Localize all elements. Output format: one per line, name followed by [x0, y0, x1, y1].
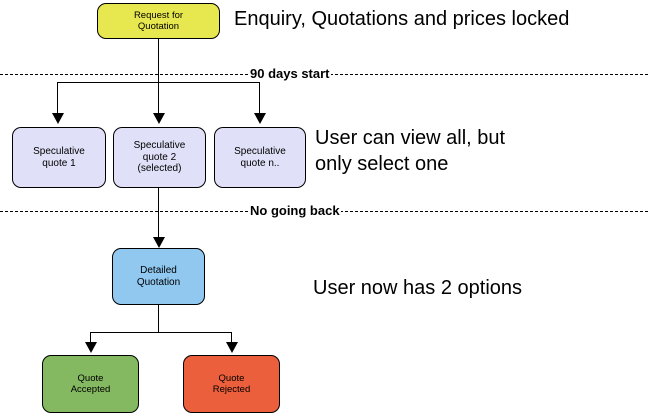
connector-to-rejected [231, 332, 232, 343]
node-speculative-quote-2-label: Speculative quote 2 (selected) [133, 139, 186, 175]
connector-to-spec2 [158, 82, 159, 115]
node-request-for-quotation-label: Request for Quotation [133, 9, 184, 32]
annotation-user-can-view-all: User can view all, but only select one [315, 127, 506, 175]
node-quote-rejected-label: Quote Rejected [212, 372, 251, 395]
node-speculative-quote-n-label: Speculative quote n.. [234, 145, 286, 169]
arrowhead-to-detailed [153, 237, 165, 248]
node-quote-accepted[interactable]: Quote Accepted [42, 355, 139, 413]
node-speculative-quote-1[interactable]: Speculative quote 1 [12, 127, 106, 188]
annotation-user-has-2-options: User now has 2 options [313, 277, 523, 299]
node-detailed-quotation[interactable]: Detailed Quotation [112, 248, 205, 305]
node-quote-rejected[interactable]: Quote Rejected [183, 355, 280, 413]
phase-separator-no-going-back-label: No going back [249, 203, 341, 218]
node-speculative-quote-1-label: Speculative quote 1 [33, 145, 85, 169]
node-quote-accepted-label: Quote Accepted [70, 372, 111, 395]
arrowhead-to-spec2 [153, 113, 165, 124]
arrowhead-to-accepted [85, 342, 97, 353]
connector-to-spec1 [57, 82, 58, 115]
connector-to-accepted [90, 332, 91, 343]
connector-spec2-to-detailed [158, 188, 159, 237]
arrowhead-to-rejected [226, 342, 238, 353]
phase-separator-90-days-label: 90 days start [249, 66, 331, 81]
connector-to-specn [259, 82, 260, 115]
node-speculative-quote-n[interactable]: Speculative quote n.. [214, 127, 306, 188]
connector-outcome-bus [90, 332, 232, 333]
node-request-for-quotation[interactable]: Request for Quotation [97, 3, 220, 39]
node-detailed-quotation-label: Detailed Quotation [136, 264, 181, 288]
connector-detailed-stem [158, 305, 159, 332]
arrowhead-to-spec1 [52, 113, 64, 124]
node-speculative-quote-2-selected[interactable]: Speculative quote 2 (selected) [113, 127, 206, 188]
arrowhead-to-specn [254, 113, 266, 124]
connector-rfq-stem [158, 39, 159, 83]
annotation-enquiry-locked: Enquiry, Quotations and prices locked [234, 8, 570, 30]
